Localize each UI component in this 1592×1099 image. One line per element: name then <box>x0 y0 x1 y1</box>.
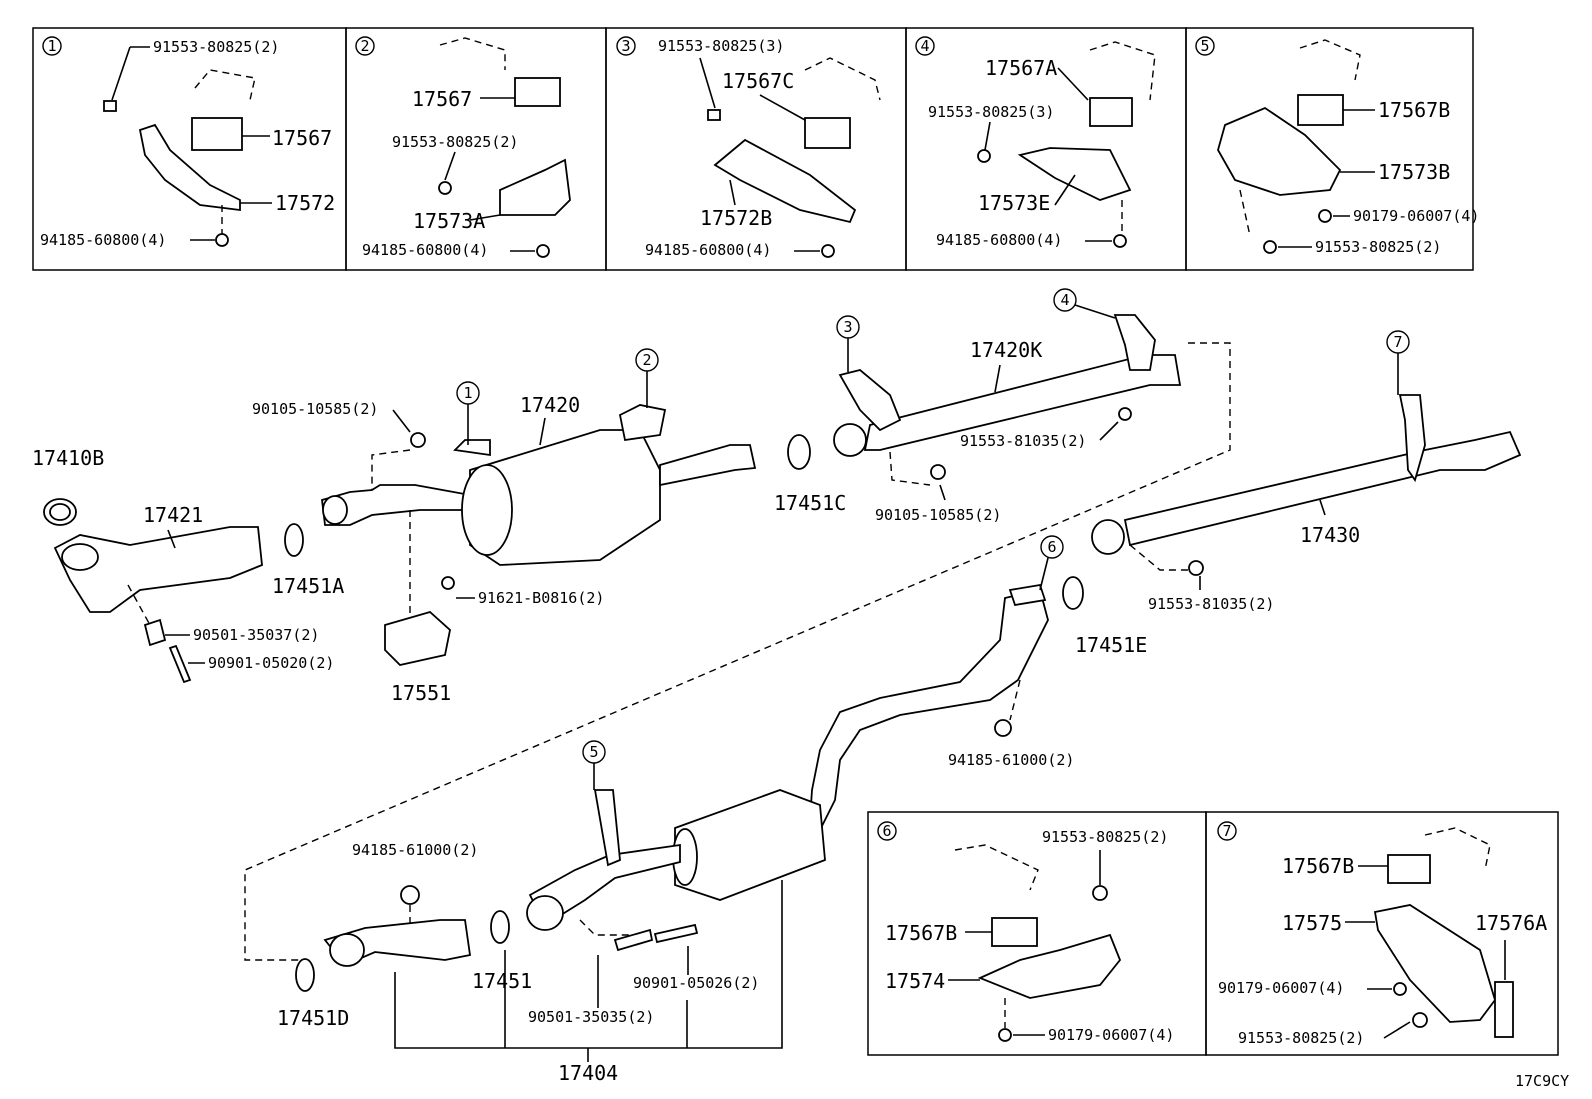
svg-text:90501-35037(2): 90501-35037(2) <box>193 626 319 644</box>
inset-box-6: 6 91553-80825(2) 17567B 17574 90179-0600… <box>867 811 1207 1056</box>
svg-text:1: 1 <box>463 384 472 402</box>
svg-text:17572: 17572 <box>275 191 335 215</box>
svg-text:91553-80825(2): 91553-80825(2) <box>1315 238 1441 256</box>
svg-text:17573A: 17573A <box>413 209 485 233</box>
svg-text:17572B: 17572B <box>700 206 772 230</box>
svg-text:17410B: 17410B <box>32 446 104 470</box>
svg-text:17574: 17574 <box>885 969 945 993</box>
converter-17420: 90105-10585(2) 17420 91621-B0816(2) 1755… <box>252 393 846 705</box>
svg-text:17573E: 17573E <box>978 191 1050 215</box>
svg-text:94185-60800(4): 94185-60800(4) <box>645 241 771 259</box>
svg-text:91553-81035(2): 91553-81035(2) <box>1148 595 1274 613</box>
svg-text:7: 7 <box>1222 822 1231 840</box>
pipe-17420K: 17420K 91553-81035(2) 90105-10585(2) <box>833 314 1182 524</box>
svg-text:4: 4 <box>920 37 929 55</box>
svg-text:17567: 17567 <box>272 126 332 150</box>
svg-text:17421: 17421 <box>143 503 203 527</box>
svg-text:6: 6 <box>1047 538 1056 556</box>
svg-text:17567A: 17567A <box>985 56 1057 80</box>
svg-text:94185-61000(2): 94185-61000(2) <box>948 751 1074 769</box>
front-pipe-17421: 17410B 17421 17451A 90501-35037(2) 90901… <box>32 446 344 684</box>
svg-text:2: 2 <box>360 37 369 55</box>
inset-box-1: 1 91553-80825(2) 17567 17572 94185-60800… <box>32 27 347 271</box>
svg-text:91553-80825(3): 91553-80825(3) <box>928 103 1054 121</box>
svg-text:6: 6 <box>882 822 891 840</box>
svg-text:17575: 17575 <box>1282 911 1342 935</box>
svg-text:91553-80825(2): 91553-80825(2) <box>1042 828 1168 846</box>
inset-box-2: 2 17567 91553-80825(2) 17573A 94185-6080… <box>345 27 607 271</box>
svg-text:5: 5 <box>589 743 598 761</box>
svg-text:17404: 17404 <box>558 1061 618 1085</box>
svg-text:2: 2 <box>642 351 651 369</box>
svg-text:17420: 17420 <box>520 393 580 417</box>
svg-text:90105-10585(2): 90105-10585(2) <box>252 400 378 418</box>
svg-text:17430: 17430 <box>1300 523 1360 547</box>
guide-line <box>244 342 1231 961</box>
svg-text:90901-05026(2): 90901-05026(2) <box>633 974 759 992</box>
svg-text:17451A: 17451A <box>272 574 344 598</box>
inset-box-4: 4 17567A 91553-80825(3) 17573E 94185-608… <box>905 27 1187 271</box>
svg-text:94185-61000(2): 94185-61000(2) <box>352 841 478 859</box>
svg-text:91553-80825(3): 91553-80825(3) <box>658 37 784 55</box>
svg-text:17451: 17451 <box>472 969 532 993</box>
svg-text:91553-80825(2): 91553-80825(2) <box>1238 1029 1364 1047</box>
tailpipe-17430: 17430 91553-81035(2) <box>1091 394 1522 613</box>
svg-text:91621-B0816(2): 91621-B0816(2) <box>478 589 604 607</box>
svg-text:17451D: 17451D <box>277 1006 349 1030</box>
svg-text:17576A: 17576A <box>1475 911 1547 935</box>
inset-box-3: 3 91553-80825(3) 17567C 17572B 94185-608… <box>605 27 907 271</box>
svg-text:94185-60800(4): 94185-60800(4) <box>40 231 166 249</box>
svg-text:90179-06007(4): 90179-06007(4) <box>1218 979 1344 997</box>
inset-box-7: 7 17567B 17575 17576A 90179-06007(4) 915… <box>1205 811 1559 1056</box>
svg-text:3: 3 <box>843 318 852 336</box>
svg-text:17567C: 17567C <box>722 69 794 93</box>
inset-box-5: 5 17567B 17573B 90179-06007(4) 91553-808… <box>1185 27 1479 271</box>
svg-text:90179-06007(4): 90179-06007(4) <box>1353 207 1479 225</box>
svg-text:17420K: 17420K <box>970 338 1042 362</box>
muffler-17404: 17451E 94185-61000(2) 90901-05026(2) 905… <box>277 576 1147 1085</box>
diagram-code: 17C9CY <box>1515 1072 1569 1090</box>
svg-text:17567B: 17567B <box>885 921 957 945</box>
svg-text:17451C: 17451C <box>774 491 846 515</box>
svg-text:17567: 17567 <box>412 87 472 111</box>
svg-text:17573B: 17573B <box>1378 160 1450 184</box>
svg-text:91553-80825(2): 91553-80825(2) <box>392 133 518 151</box>
callouts: 1 2 3 4 5 6 7 <box>456 288 1410 790</box>
svg-text:90105-10585(2): 90105-10585(2) <box>875 506 1001 524</box>
svg-text:90179-06007(4): 90179-06007(4) <box>1048 1026 1174 1044</box>
svg-text:4: 4 <box>1060 291 1069 309</box>
svg-text:1: 1 <box>47 37 56 55</box>
svg-text:5: 5 <box>1200 37 1209 55</box>
svg-text:17551: 17551 <box>391 681 451 705</box>
svg-text:17567B: 17567B <box>1378 98 1450 122</box>
svg-text:94185-60800(4): 94185-60800(4) <box>362 241 488 259</box>
svg-text:3: 3 <box>621 37 630 55</box>
svg-text:17567B: 17567B <box>1282 854 1354 878</box>
svg-text:17451E: 17451E <box>1075 633 1147 657</box>
svg-text:90901-05020(2): 90901-05020(2) <box>208 654 334 672</box>
svg-text:90501-35035(2): 90501-35035(2) <box>528 1008 654 1026</box>
svg-text:91553-81035(2): 91553-81035(2) <box>960 432 1086 450</box>
svg-text:94185-60800(4): 94185-60800(4) <box>936 231 1062 249</box>
svg-text:91553-80825(2): 91553-80825(2) <box>153 38 279 56</box>
svg-text:7: 7 <box>1393 333 1402 351</box>
